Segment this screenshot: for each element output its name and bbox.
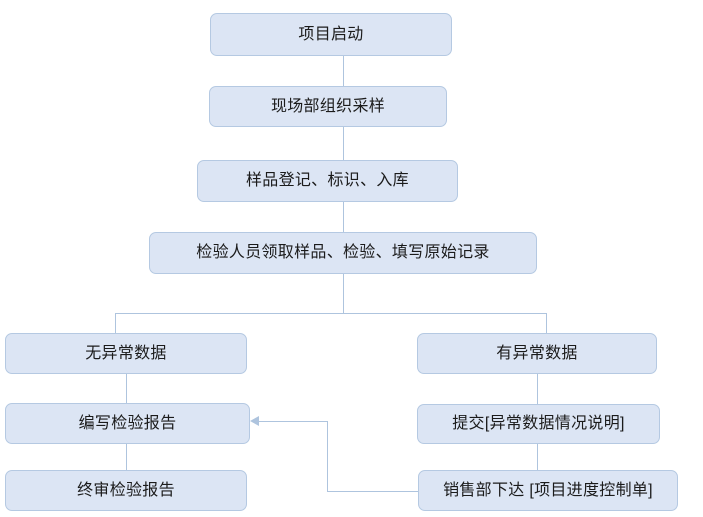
connector-sales-order-feedback-top: [259, 421, 328, 422]
connector-start-to-sampling: [343, 55, 344, 86]
connector-sampling-to-registration: [343, 126, 344, 160]
node-sales-order[interactable]: 销售部下达 [项目进度控制单]: [418, 470, 678, 511]
connector-branch-to-no-anomaly: [115, 313, 116, 333]
connector-inspection-to-branch: [343, 273, 344, 313]
connector-registration-to-inspection: [343, 201, 344, 232]
node-start[interactable]: 项目启动: [210, 13, 452, 56]
node-write-report[interactable]: 编写检验报告: [5, 403, 250, 444]
node-sampling[interactable]: 现场部组织采样: [209, 86, 447, 127]
feedback-arrowhead-icon: [250, 416, 259, 426]
node-inspection[interactable]: 检验人员领取样品、检验、填写原始记录: [149, 232, 537, 274]
connector-has-anomaly-to-submit-note: [537, 373, 538, 404]
node-submit-note[interactable]: 提交[异常数据情况说明]: [417, 404, 660, 444]
connector-sales-order-feedback-riser: [327, 421, 328, 491]
node-final-report[interactable]: 终审检验报告: [5, 470, 247, 511]
connector-sales-order-feedback-bottom: [327, 491, 418, 492]
connector-write-report-to-final-report: [126, 443, 127, 470]
node-no-anomaly[interactable]: 无异常数据: [5, 333, 247, 374]
connector-branch-bus: [115, 313, 547, 314]
connector-branch-to-has-anomaly: [546, 313, 547, 333]
connector-submit-note-to-sales-order: [537, 443, 538, 470]
node-registration[interactable]: 样品登记、标识、入库: [197, 160, 458, 202]
node-has-anomaly[interactable]: 有异常数据: [417, 333, 657, 374]
connector-no-anomaly-to-write-report: [126, 373, 127, 403]
